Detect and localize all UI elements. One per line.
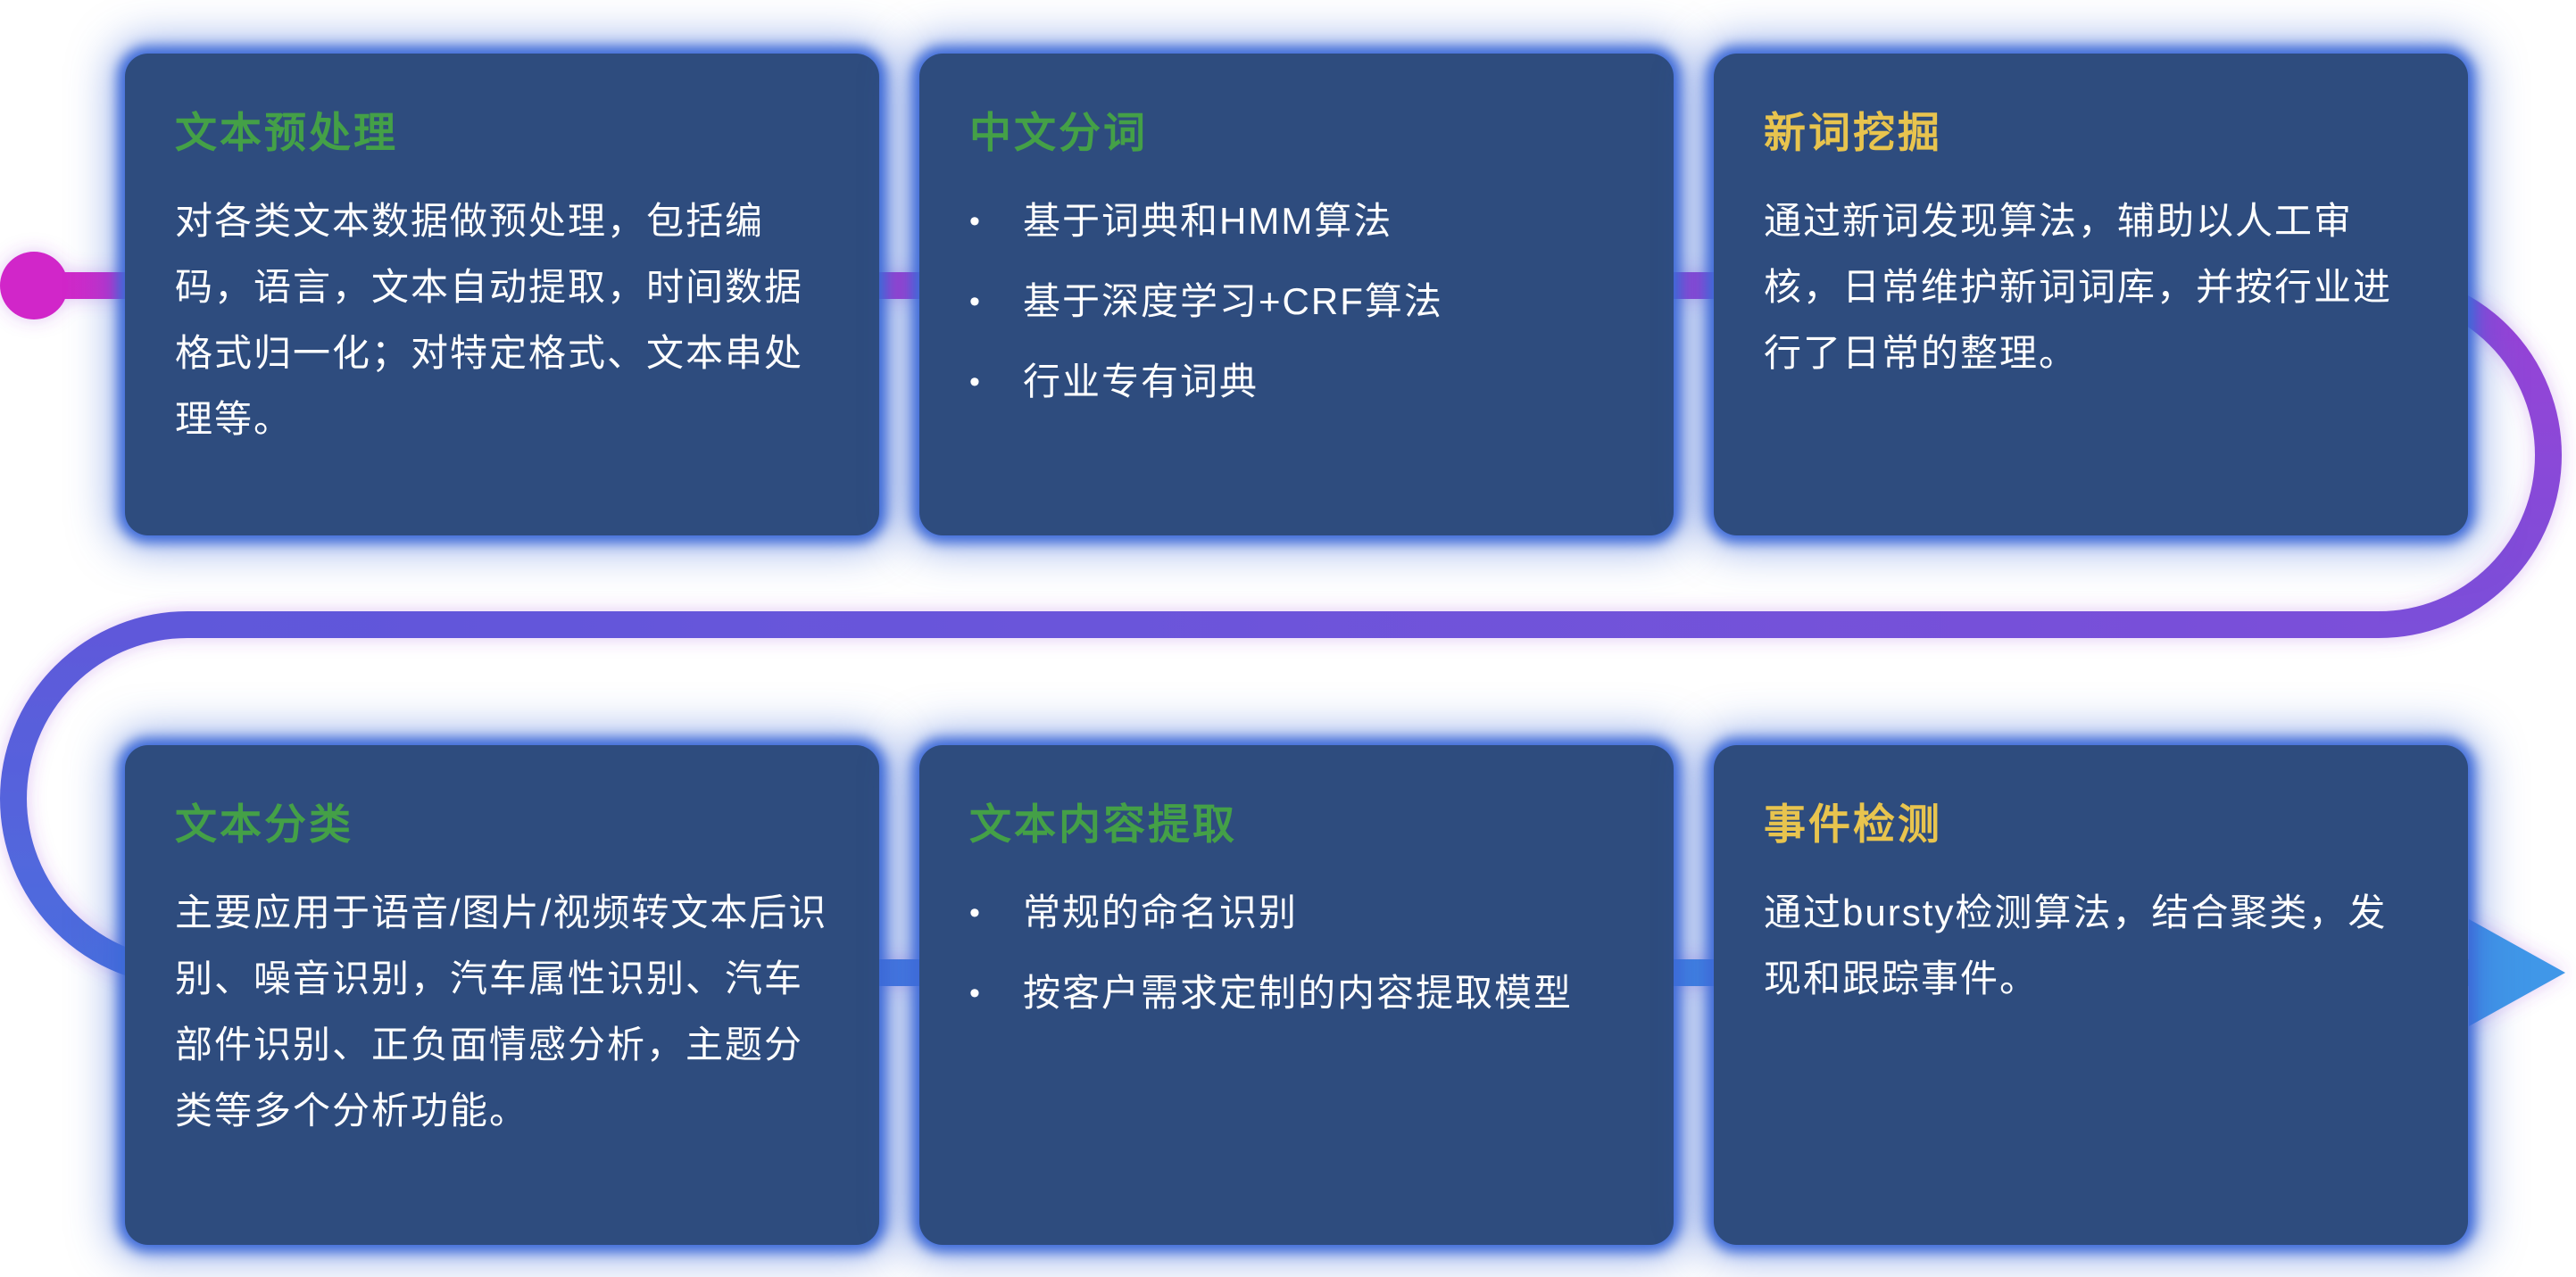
card-title: 新词挖掘 bbox=[1764, 109, 1942, 156]
card-text-classification: 文本分类 主要应用于语音/图片/视频转文本后识别、噪音识别，汽车属性识别、汽车部… bbox=[125, 745, 879, 1245]
card-body-text: 通过bursty检测算法，结合聚类，发现和跟踪事件。 bbox=[1764, 891, 2388, 999]
card-body-text: 主要应用于语音/图片/视频转文本后识别、噪音识别，汽车属性识别、汽车部件识别、正… bbox=[175, 891, 828, 1132]
card-event-detection: 事件检测 通过bursty检测算法，结合聚类，发现和跟踪事件。 bbox=[1714, 745, 2468, 1245]
card-title: 中文分词 bbox=[969, 109, 1148, 156]
flow-end-arrow-icon bbox=[2469, 919, 2565, 1026]
card-body-text: 通过新词发现算法，辅助以人工审核，日常维护新词词库，并按行业进行了日常的整理。 bbox=[1764, 200, 2393, 374]
bullet-text: 基于深度学习+CRF算法 bbox=[1023, 280, 1443, 322]
card-text-preprocessing: 文本预处理 对各类文本数据做预处理，包括编码，语言，文本自动提取，时间数据格式归… bbox=[125, 54, 879, 535]
bullet-text: 按客户需求定制的内容提取模型 bbox=[1023, 972, 1574, 1014]
bullet-dot-icon: • bbox=[969, 976, 982, 1010]
bullet-list: • 常规的命名识别 • 按客户需求定制的内容提取模型 bbox=[969, 880, 1631, 1026]
card-title: 文本内容提取 bbox=[969, 800, 1237, 848]
bullet-item: • 基于深度学习+CRF算法 bbox=[969, 269, 1631, 335]
bullet-dot-icon: • bbox=[969, 896, 982, 930]
flow-start-dot bbox=[0, 252, 68, 319]
card-text-content-extraction: 文本内容提取 • 常规的命名识别 • 按客户需求定制的内容提取模型 bbox=[919, 745, 1674, 1245]
bullet-item: • 基于词典和HMM算法 bbox=[969, 188, 1631, 254]
card-title: 文本预处理 bbox=[175, 109, 398, 156]
card-title: 文本分类 bbox=[175, 800, 353, 848]
bullet-dot-icon: • bbox=[969, 204, 982, 238]
card-chinese-word-segmentation: 中文分词 • 基于词典和HMM算法 • 基于深度学习+CRF算法 • 行业专有词… bbox=[919, 54, 1674, 535]
card-title: 事件检测 bbox=[1764, 800, 1942, 848]
card-body-text: 对各类文本数据做预处理，包括编码，语言，文本自动提取，时间数据格式归一化；对特定… bbox=[175, 200, 804, 440]
bullet-text: 行业专有词典 bbox=[1023, 361, 1259, 402]
bullet-item: • 按客户需求定制的内容提取模型 bbox=[969, 960, 1631, 1026]
bullet-dot-icon: • bbox=[969, 365, 982, 399]
bullet-list: • 基于词典和HMM算法 • 基于深度学习+CRF算法 • 行业专有词典 bbox=[969, 188, 1631, 415]
bullet-item: • 常规的命名识别 bbox=[969, 880, 1631, 946]
flow-curve-left bbox=[0, 611, 188, 986]
bullet-dot-icon: • bbox=[969, 285, 982, 319]
bullet-item: • 行业专有词典 bbox=[969, 349, 1631, 415]
bullet-text: 基于词典和HMM算法 bbox=[1023, 200, 1393, 242]
card-new-word-mining: 新词挖掘 通过新词发现算法，辅助以人工审核，日常维护新词词库，并按行业进行了日常… bbox=[1714, 54, 2468, 535]
bullet-text: 常规的命名识别 bbox=[1023, 891, 1299, 933]
